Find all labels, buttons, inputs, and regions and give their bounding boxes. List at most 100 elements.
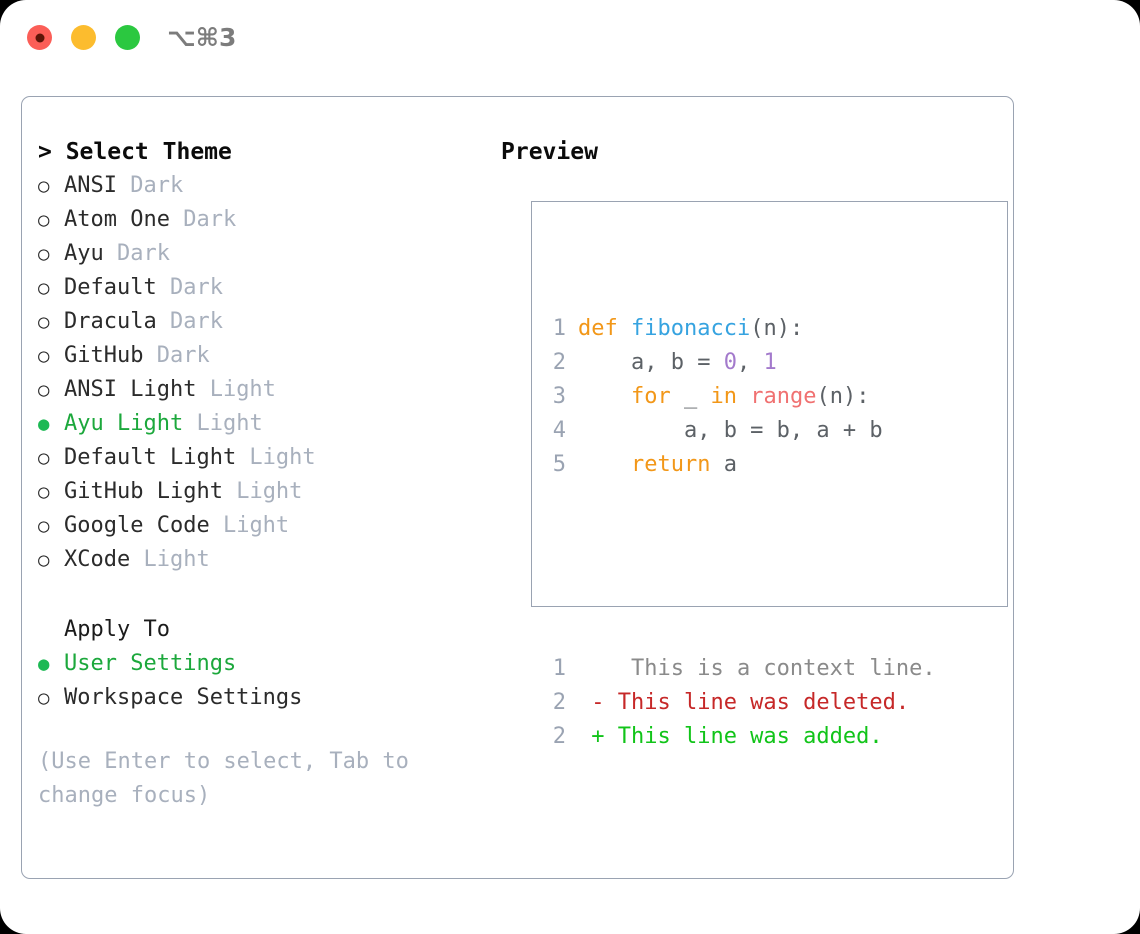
theme-option-variant: Light bbox=[196, 377, 276, 402]
code-token: (n): bbox=[750, 316, 804, 341]
theme-option[interactable]: ○GitHub Dark bbox=[38, 339, 488, 373]
code-token: return bbox=[630, 452, 711, 477]
diff-line-number: 2 bbox=[552, 690, 566, 715]
code-line: 4 a, b = b, a + b bbox=[548, 414, 936, 448]
keyboard-hint-text: (Use Enter to select, Tab to change focu… bbox=[38, 749, 409, 808]
code-token: a bbox=[710, 452, 737, 477]
code-blank-line bbox=[548, 550, 936, 584]
theme-option-name: Atom One bbox=[64, 207, 170, 232]
theme-option-variant: Light bbox=[222, 479, 303, 504]
code-line-content: return a bbox=[578, 448, 737, 482]
apply-to-option[interactable]: ● User Settings bbox=[38, 647, 488, 681]
theme-option[interactable]: ○Default Dark bbox=[38, 271, 488, 305]
maximize-button[interactable] bbox=[115, 25, 140, 50]
theme-option-name: Default bbox=[64, 275, 157, 300]
theme-option-name: Dracula bbox=[64, 309, 157, 334]
code-token: in bbox=[710, 384, 737, 409]
theme-option[interactable]: ● Ayu Light Light bbox=[38, 407, 488, 441]
code-token: (n): bbox=[816, 384, 870, 409]
code-line-content: a, b = b, a + b bbox=[578, 414, 883, 448]
code-line-content: def fibonacci(n): bbox=[578, 312, 803, 346]
preview-heading: Preview bbox=[501, 139, 598, 165]
code-line-number: 2 bbox=[552, 350, 566, 375]
apply-to-option-label: Workspace Settings bbox=[64, 685, 303, 710]
theme-picker-card: > Select Theme ○ANSI Dark○Atom One Dark○… bbox=[21, 96, 1014, 879]
theme-selection-pane: > Select Theme ○ANSI Dark○Atom One Dark○… bbox=[38, 135, 488, 813]
theme-option[interactable]: ○ ANSI Dark bbox=[38, 169, 488, 203]
diff-line-content: This is a context line. bbox=[578, 656, 936, 681]
radio-selected-icon: ● bbox=[38, 653, 50, 675]
theme-option[interactable]: ○ GitHub Light Light bbox=[38, 475, 488, 509]
theme-option[interactable]: ○ Dracula Dark bbox=[38, 305, 488, 339]
diff-line-number: 2 bbox=[552, 724, 566, 749]
theme-option-variant: Light bbox=[236, 445, 316, 470]
theme-option-name: ANSI bbox=[64, 173, 117, 198]
radio-unselected-icon: ○ bbox=[38, 481, 50, 503]
code-line: 3 for _ in range(n): bbox=[548, 380, 936, 414]
radio-unselected-icon: ○ bbox=[38, 687, 50, 709]
code-line-content: for _ in range(n): bbox=[578, 380, 869, 414]
diff-line: 1 This is a context line. bbox=[548, 652, 936, 686]
theme-option[interactable]: ○Ayu Dark bbox=[38, 237, 488, 271]
theme-option-variant: Dark bbox=[156, 275, 223, 300]
theme-option[interactable]: ○ Atom One Dark bbox=[38, 203, 488, 237]
minimize-button[interactable] bbox=[71, 25, 96, 50]
theme-option-name: Default Light bbox=[64, 445, 237, 470]
title-bar: ⌥⌘3 bbox=[0, 0, 1140, 78]
theme-option-name: Ayu Light bbox=[64, 411, 184, 436]
radio-unselected-icon: ○ bbox=[38, 209, 50, 231]
theme-option-name: ANSI Light bbox=[64, 377, 197, 402]
code-token bbox=[578, 452, 631, 477]
theme-option[interactable]: ○XCode Light bbox=[38, 543, 488, 577]
theme-option-variant: Light bbox=[209, 513, 290, 538]
theme-option-name: Google Code bbox=[64, 513, 210, 538]
theme-option[interactable]: ○ANSI Light Light bbox=[38, 373, 488, 407]
apply-to-option[interactable]: ○ Workspace Settings bbox=[38, 681, 488, 715]
code-token: 0 bbox=[723, 350, 737, 375]
window-traffic-lights bbox=[27, 25, 140, 50]
diff-line: 2 + This line was added. bbox=[548, 720, 936, 754]
code-token: a, b = b, a + b bbox=[578, 418, 883, 443]
radio-unselected-icon: ○ bbox=[38, 311, 50, 333]
code-line-number: 1 bbox=[552, 316, 566, 341]
theme-option-variant: Dark bbox=[169, 207, 237, 232]
select-theme-heading: > Select Theme bbox=[38, 139, 232, 165]
apply-to-option-label: User Settings bbox=[64, 651, 237, 676]
theme-option-variant: Dark bbox=[116, 173, 184, 198]
spacer bbox=[38, 577, 488, 613]
code-line-number: 5 bbox=[552, 452, 566, 477]
code-token: _ bbox=[670, 384, 711, 409]
radio-unselected-icon: ○ bbox=[38, 345, 50, 367]
theme-option-name: GitHub bbox=[64, 343, 144, 368]
radio-unselected-icon: ○ bbox=[38, 243, 50, 265]
code-token: def bbox=[578, 316, 618, 341]
keyboard-shortcut-label: ⌥⌘3 bbox=[167, 23, 237, 52]
theme-option-variant: Light bbox=[183, 411, 263, 436]
code-token: a, b = bbox=[578, 350, 724, 375]
code-token: 1 bbox=[763, 350, 777, 375]
radio-unselected-icon: ○ bbox=[38, 175, 50, 197]
diff-lines: 1 This is a context line.2 - This line w… bbox=[548, 652, 936, 754]
code-line-content: a, b = 0, 1 bbox=[578, 346, 777, 380]
theme-option-name: GitHub Light bbox=[64, 479, 223, 504]
close-button[interactable] bbox=[27, 25, 52, 50]
code-token: fibonacci bbox=[631, 316, 751, 341]
code-line: 1 def fibonacci(n): bbox=[548, 312, 936, 346]
theme-option-variant: Dark bbox=[156, 309, 223, 334]
radio-selected-icon: ● bbox=[38, 413, 50, 435]
code-line-number: 4 bbox=[552, 418, 566, 443]
theme-option[interactable]: ○Default Light Light bbox=[38, 441, 488, 475]
theme-option-name: Ayu bbox=[64, 241, 104, 266]
apply-to-heading: Apply To bbox=[64, 617, 170, 642]
code-token bbox=[578, 384, 631, 409]
code-line: 5 return a bbox=[548, 448, 936, 482]
theme-option-name: XCode bbox=[64, 547, 131, 572]
code-token bbox=[618, 316, 631, 341]
code-token: range bbox=[750, 384, 817, 409]
theme-option[interactable]: ○ Google Code Light bbox=[38, 509, 488, 543]
radio-unselected-icon: ○ bbox=[38, 515, 50, 537]
